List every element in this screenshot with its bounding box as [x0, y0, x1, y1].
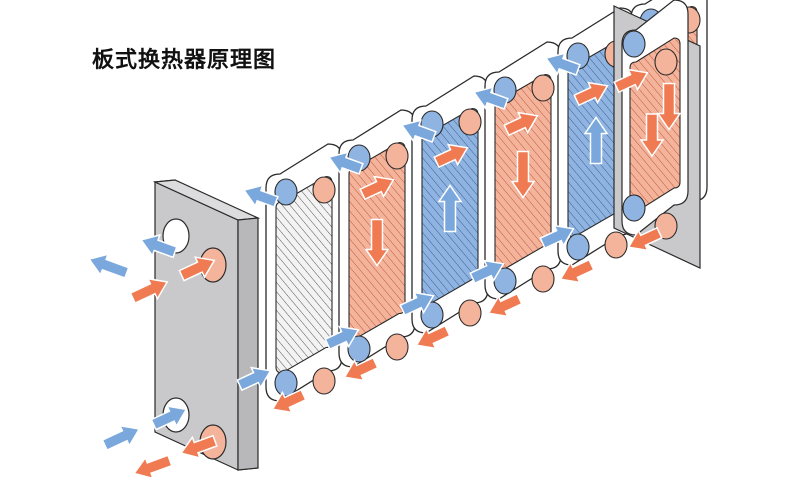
plate-4-flow-arrow	[510, 150, 536, 199]
bottom-hot-arrow-1	[271, 388, 307, 414]
hot-outlet-arrow-inner	[179, 434, 218, 460]
pressure-plate-port-bottom-right	[654, 212, 678, 240]
bottom-hot-arrow-3	[415, 324, 451, 350]
top-cold-arrow-2	[327, 151, 364, 175]
plate-5-flow-arrow	[583, 116, 609, 165]
top-hot-arrow-3	[503, 111, 539, 137]
plate-2-port-top-right	[385, 142, 409, 170]
plate-4-port-bottom-right	[531, 265, 555, 293]
plate-1-port-top-left	[274, 178, 298, 206]
cold-outlet-arrow-outer	[87, 253, 130, 279]
plate-5-port-bottom-right	[604, 231, 628, 259]
top-hot-arrow-5	[613, 68, 649, 94]
hot-inlet-arrow-inner	[178, 256, 216, 282]
plate-5-port-bottom-left	[566, 233, 590, 261]
hot-outlet-arrow-outer	[132, 454, 173, 480]
pressure-plate-port-bottom-left	[622, 194, 646, 222]
top-hot-arrow-4	[573, 81, 609, 107]
bottom-cold-arrow-4	[539, 224, 575, 250]
top-cold-arrow-1	[242, 184, 279, 208]
hot-inlet-arrow-outer	[129, 277, 169, 305]
bottom-hot-arrow-4	[487, 292, 523, 318]
pressure-plate-flow-arrow	[639, 113, 665, 158]
plate-2-flow-arrow	[364, 218, 390, 267]
plate-6-flow-arrow	[656, 82, 682, 131]
fixed-end-plate	[152, 179, 261, 471]
cold-outlet-arrow-inner	[139, 233, 178, 259]
fixed-plate-side	[237, 217, 259, 471]
plate-1-port-bottom-left	[274, 369, 298, 397]
plate-1-field	[275, 175, 333, 374]
pressure-plate-port-top-left	[622, 30, 646, 58]
plate-4-port-top-right	[531, 74, 555, 102]
plate-1	[265, 143, 343, 402]
bottom-hot-arrow-2	[343, 356, 379, 382]
plate-2-port-bottom-left	[347, 335, 371, 363]
cold-inlet-arrow-inner	[150, 405, 188, 431]
top-hot-arrow-2	[433, 143, 469, 169]
top-hot-arrow-1	[359, 175, 395, 201]
plate-1-port-bottom-right	[312, 367, 336, 395]
bottom-cold-arrow-3	[469, 259, 505, 285]
bottom-cold-arrow-2	[399, 291, 435, 317]
top-cold-arrow-5	[544, 52, 581, 76]
bottom-cold-arrow-1	[324, 325, 360, 351]
cold-transfer-arrow-1	[236, 366, 272, 392]
bottom-hot-arrow-6	[627, 226, 663, 252]
plate-3-port-top-right	[458, 108, 482, 136]
plate-3-port-bottom-right	[458, 299, 482, 327]
top-cold-arrow-3	[400, 119, 437, 143]
diagram-title: 板式换热器原理图	[92, 48, 277, 73]
plate-1-port-top-right	[312, 176, 336, 204]
pressure-plate-port-top-right	[654, 48, 678, 76]
bottom-hot-arrow-5	[559, 258, 595, 284]
plate-2-port-bottom-right	[385, 333, 409, 361]
plate-3-flow-arrow	[437, 184, 463, 233]
cold-inlet-arrow-outer	[101, 424, 141, 452]
top-cold-arrow-4	[472, 86, 509, 110]
